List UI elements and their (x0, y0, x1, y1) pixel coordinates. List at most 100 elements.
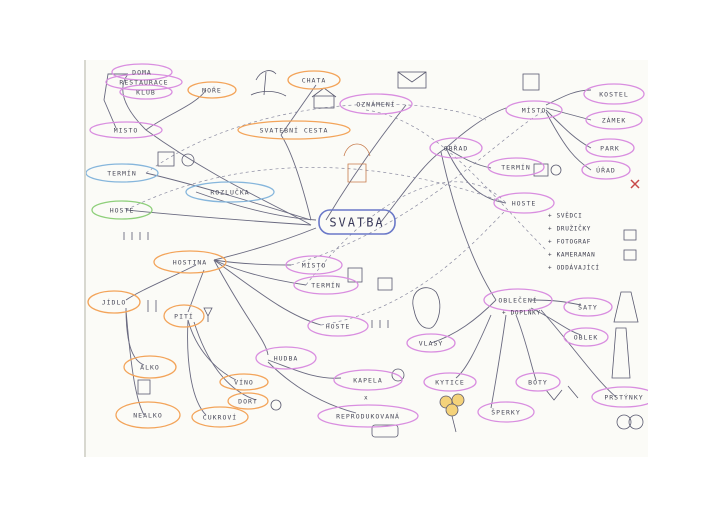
node-misto_obrad-bubble (505, 100, 563, 120)
guest-list: + SVĚDCI+ DRUŽIČKY+ FOTOGRAF+ KAMERAMAN+… (548, 212, 600, 272)
calendar-icon (533, 163, 549, 177)
node-nealko-bubble (115, 401, 181, 429)
doodles (123, 70, 644, 438)
node-reprodukovana: REPRODUKOVANÁ (336, 412, 400, 421)
node-hoste_obrad-bubble (493, 192, 555, 214)
envelope-icon (397, 71, 427, 89)
calendar-icon (377, 277, 393, 291)
node-piti: PITÍ (174, 312, 194, 321)
node-vlasy: VLASY (419, 340, 444, 348)
map-pin-icon (347, 267, 363, 283)
node-doma: DOMA (132, 69, 152, 77)
mind-map-canvas: DOMARESTAURACEKLUBMISTOMOŘECHATAOZNÁMENÍ… (86, 63, 648, 438)
node-restaurace-bubble (105, 73, 183, 91)
node-more-bubble (187, 81, 237, 99)
node-chata-bubble (287, 70, 341, 90)
guest-list-item: + KAMERAMAN (548, 252, 595, 259)
node-klub: KLUB (136, 89, 156, 97)
node-chata: CHATA (302, 77, 327, 85)
node-termin_hostina: TERMÍN (311, 281, 340, 290)
node-termin_left-bubble (86, 163, 159, 183)
node-hoste_hostina-bubble (307, 315, 369, 337)
node-x: x (364, 395, 368, 402)
node-rozlucka-bubble (185, 181, 275, 203)
radio-icon (371, 424, 399, 438)
node-misto_left: MISTO (114, 127, 139, 135)
node-misto_left-bubble (89, 121, 163, 139)
node-oblek-bubble (563, 327, 609, 347)
node-kapela: KAPELA (353, 377, 382, 385)
suit-icon (611, 327, 631, 379)
node-vino: VÍNO (234, 378, 254, 387)
node-zamek: ZÁMEK (602, 116, 627, 125)
wedding-cake-icon (343, 143, 371, 183)
camera-icon (623, 229, 637, 241)
node-oznameni-bubble (339, 93, 413, 115)
node-oznameni: OZNÁMENÍ (356, 100, 395, 109)
node-obleceni: OBLEČENÍ (498, 296, 537, 305)
node-kytice: KYTICE (435, 379, 464, 387)
node-hostina: HOSTINA (173, 259, 207, 267)
node-vlasy-bubble (406, 333, 456, 353)
node-kytice-bubble (423, 372, 477, 392)
node-dort: DORT (238, 398, 258, 406)
cross-mark-icon (630, 179, 640, 189)
node-termin_obrad: TERMÍN (501, 163, 530, 172)
node-misto_obrad: MÍSTO (522, 106, 547, 115)
shoe-icon (567, 385, 579, 399)
wine-glass-icon (203, 307, 213, 322)
guitar-icon (391, 368, 405, 382)
node-sperky-bubble (477, 401, 535, 423)
node-doma-bubble (111, 63, 173, 81)
node-hostina-bubble (153, 250, 227, 274)
node-vino-bubble (219, 373, 269, 391)
castle-icon (522, 73, 540, 91)
node-kostel: KOSTEL (599, 91, 628, 99)
node-hoste_left-bubble (91, 200, 153, 220)
center-node-bubble (318, 209, 396, 235)
node-prstyny: PRSTÝNKY (604, 393, 643, 402)
node-dort-bubble (227, 392, 269, 410)
node-prstyny-bubble (591, 386, 648, 408)
node-reprodukovana-bubble (317, 404, 419, 428)
node-hoste_obrad: HOSTE (512, 200, 537, 208)
node-hoste_hostina: HOSTE (326, 323, 351, 331)
node-svatebni_cesta-bubble (237, 120, 351, 140)
node-park-bubble (585, 138, 635, 158)
beer-mug-icon (137, 379, 151, 395)
node-nealko: NEALKO (133, 412, 162, 420)
node-piti-bubble (163, 304, 205, 328)
node-zamek-bubble (585, 110, 643, 130)
node-more: MOŘE (202, 86, 222, 95)
video-camera-icon (623, 249, 637, 261)
node-obrad-bubble (429, 137, 483, 159)
calendar-icon (157, 151, 175, 167)
node-urad-bubble (581, 160, 631, 180)
node-alko-bubble (123, 355, 177, 379)
node-kapela-bubble (333, 369, 403, 391)
cottage-icon (313, 95, 335, 109)
node-kostel-bubble (583, 83, 645, 105)
node-rozlucka: ROZLUČKA (210, 188, 249, 197)
node-termin_left: TERMÍN (107, 169, 136, 178)
guest-list-item: + SVĚDCI (548, 212, 583, 220)
node-termin_obrad-bubble (487, 157, 545, 177)
node-boty: BOTY (528, 379, 548, 387)
node-park: PARK (600, 145, 620, 153)
node-boty-bubble (515, 372, 561, 392)
node-hoste_left: HOSTE (110, 207, 135, 215)
node-misto_hostina: MÍSTO (302, 261, 327, 270)
people-icon (371, 320, 389, 328)
guest-list-item: + FOTOGRAF (548, 239, 591, 246)
node-saty-bubble (563, 297, 613, 317)
center-node: SVATBA (329, 216, 384, 230)
necklace-icon (545, 389, 563, 401)
rings-icon (616, 414, 632, 430)
node-jidlo: JÍDLO (102, 298, 127, 307)
node-sperky: ŠPERKY (491, 408, 520, 417)
clock-icon (181, 153, 195, 167)
connection-lines (103, 73, 617, 416)
node-obleceni-bubble (483, 288, 553, 312)
node-termin_hostina-bubble (293, 275, 359, 295)
guest-list-item: + ODDÁVAJÍCÍ (548, 264, 600, 272)
